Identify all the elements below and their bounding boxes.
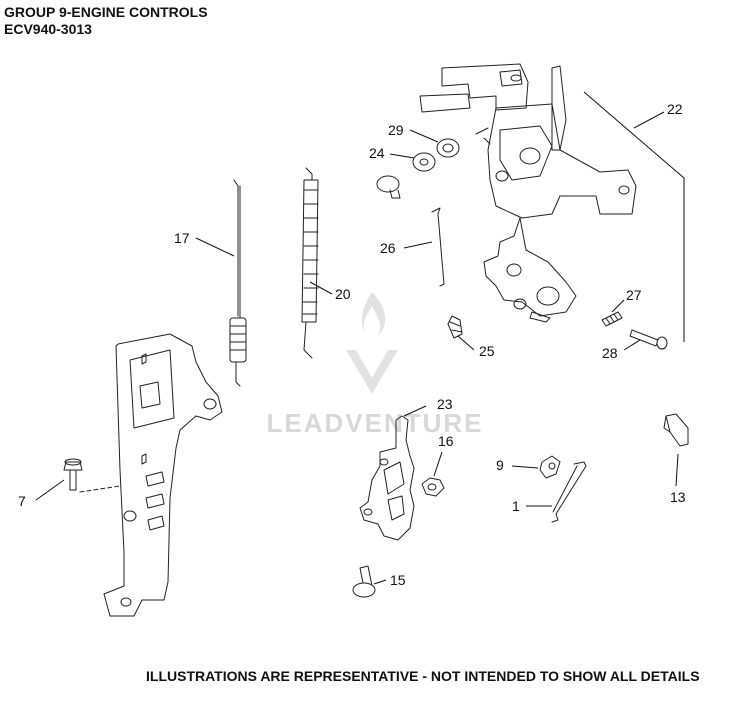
part-27-spring[interactable] (601, 311, 623, 327)
callout-13: 13 (670, 489, 686, 505)
watermark-text: LEADVENTURE (266, 408, 483, 438)
part-20-extension-spring[interactable] (301, 167, 319, 359)
part-22-control-bracket[interactable] (419, 63, 637, 323)
part-1-rod[interactable] (551, 461, 587, 523)
part-24-washer[interactable] (412, 152, 436, 172)
watermark: LEADVENTURE (266, 292, 483, 438)
model-number: ECV940-3013 (4, 21, 92, 37)
callout-7: 7 (18, 493, 26, 509)
part-17-governor-spring[interactable] (229, 179, 247, 387)
callout-27: 27 (626, 287, 642, 303)
part-15-pin[interactable] (352, 565, 376, 598)
callout-17: 17 (174, 230, 190, 246)
callout-15: 15 (390, 572, 406, 588)
callout-28: 28 (602, 345, 618, 361)
part-9-clip[interactable] (539, 455, 561, 479)
part-mounting-bracket[interactable] (103, 333, 223, 617)
callout-20: 20 (335, 286, 351, 302)
diagram-title: GROUP 9-ENGINE CONTROLS (4, 4, 208, 20)
part-29-washer[interactable] (436, 138, 460, 158)
callout-25: 25 (479, 343, 495, 359)
part-7-bolt[interactable] (63, 458, 121, 493)
callout-24: 24 (369, 145, 385, 161)
disclaimer-footer: ILLUSTRATIONS ARE REPRESENTATIVE - NOT I… (146, 668, 700, 684)
part-23-control-lever[interactable] (359, 415, 415, 541)
callout-29: 29 (388, 122, 404, 138)
callout-16: 16 (438, 433, 454, 449)
part-13-clamp[interactable] (663, 413, 689, 447)
part-16-nut[interactable] (421, 477, 445, 497)
callout-labels: 22 29 24 17 20 26 27 28 25 23 16 9 13 1 … (18, 101, 686, 588)
callout-9: 9 (496, 457, 504, 473)
callout-23: 23 (437, 396, 453, 412)
callout-1: 1 (512, 498, 520, 514)
part-25-small-spring[interactable] (447, 315, 463, 339)
leader-lines (35, 91, 685, 585)
part-pivot-pin[interactable] (376, 175, 401, 199)
part-28-screw[interactable] (629, 329, 668, 350)
callout-26: 26 (380, 240, 396, 256)
callout-22: 22 (667, 101, 683, 117)
part-26-link-rod[interactable] (431, 207, 445, 287)
